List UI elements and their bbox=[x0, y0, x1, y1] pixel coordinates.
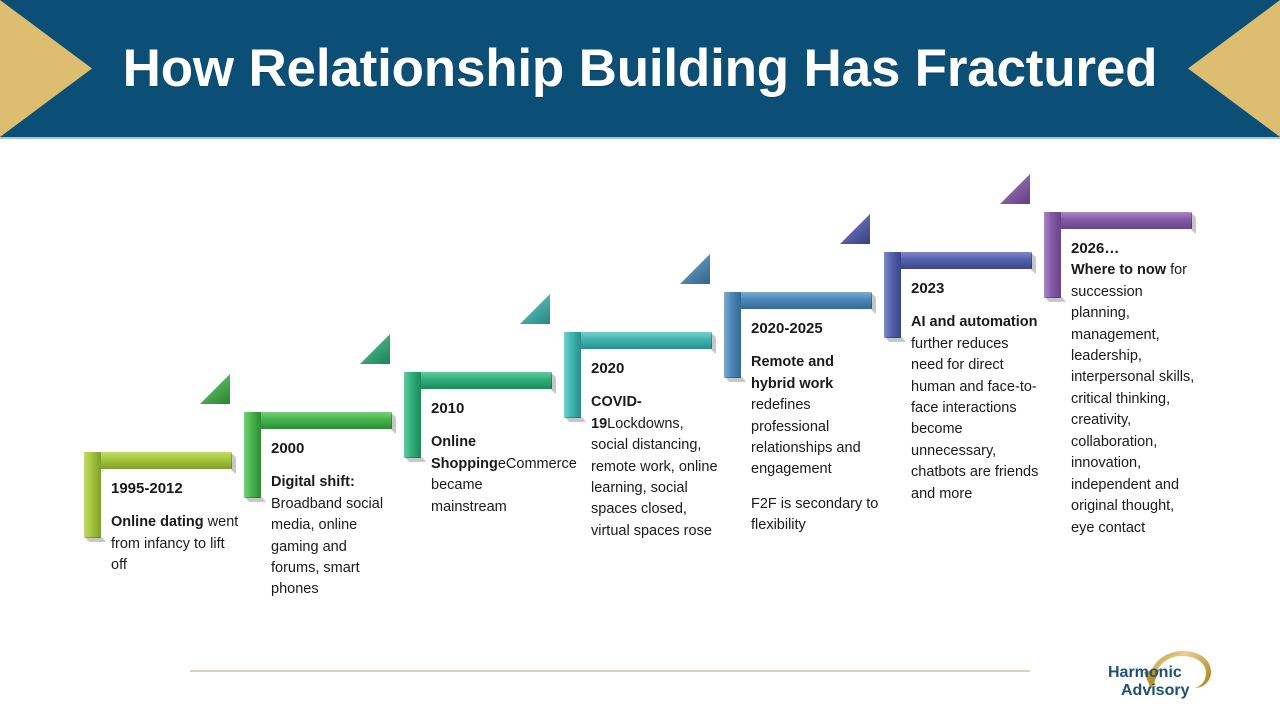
step-year-label: 2000 bbox=[271, 440, 305, 457]
step-bar-vertical bbox=[84, 452, 101, 538]
banner-underline bbox=[0, 137, 1280, 139]
step-year-label: 2023 bbox=[911, 280, 945, 297]
step-description: Online ShoppingeCommerce became mainstre… bbox=[431, 434, 577, 515]
step-description-secondary: F2F is secondary to flexibility bbox=[751, 495, 879, 534]
step-bar-vertical bbox=[404, 372, 421, 458]
step-heading: COVID-19 bbox=[591, 394, 642, 432]
step-connector-triangle-icon bbox=[840, 214, 870, 244]
step-bar-horizontal bbox=[84, 452, 232, 469]
left-chevron-icon bbox=[0, 0, 92, 137]
step-text-block: 2026… Where to now for succession plannin… bbox=[1071, 238, 1199, 539]
step-text-block: 2023 AI and automation further reduces ne… bbox=[911, 278, 1039, 505]
step-year-label: 1995-2012 bbox=[111, 480, 183, 497]
step-bar-vertical bbox=[1044, 212, 1061, 298]
step-bar-vertical bbox=[724, 292, 741, 378]
logo-text: Harmonic Advisory bbox=[1108, 664, 1228, 700]
step-bar-horizontal bbox=[884, 252, 1032, 269]
step-heading: Remote and hybrid work bbox=[751, 354, 834, 392]
step-connector-triangle-icon bbox=[200, 374, 230, 404]
swoosh-icon bbox=[1144, 651, 1211, 689]
right-chevron-icon bbox=[1188, 0, 1280, 137]
step-bar-vertical bbox=[244, 412, 261, 498]
logo-line-2: Advisory bbox=[1121, 681, 1190, 699]
step-description: Digital shift: Broadband social media, o… bbox=[271, 474, 384, 598]
step-description: Online dating went from infancy to lift … bbox=[111, 514, 239, 574]
step-description: Where to now for succession planning, ma… bbox=[1071, 262, 1195, 536]
step-heading: Online Shopping bbox=[431, 434, 498, 472]
step-heading: Where to now bbox=[1071, 262, 1167, 279]
step-year-label: 2010 bbox=[431, 400, 465, 417]
step-bar-horizontal bbox=[564, 332, 712, 349]
step-description: AI and automation further reduces need f… bbox=[911, 314, 1039, 502]
step-connector-triangle-icon bbox=[360, 334, 390, 364]
company-logo: Harmonic Advisory bbox=[1108, 650, 1228, 712]
step-description: Remote and hybrid work redefines profess… bbox=[751, 354, 861, 478]
logo-line-1: Harmonic bbox=[1108, 664, 1182, 681]
step-heading: Digital shift: bbox=[271, 474, 355, 491]
step-connector-triangle-icon bbox=[1000, 174, 1030, 204]
step-year-label: 2026… bbox=[1071, 240, 1120, 257]
step-year-label: 2020-2025 bbox=[751, 320, 823, 337]
step-bar-horizontal bbox=[404, 372, 552, 389]
step-description: COVID-19Lockdowns, social distancing, re… bbox=[591, 394, 718, 539]
step-heading: Online dating bbox=[111, 514, 204, 531]
step-heading: AI and automation bbox=[911, 314, 1038, 331]
step-connector-triangle-icon bbox=[680, 254, 710, 284]
page-title: How Relationship Building Has Fractured bbox=[122, 39, 1158, 98]
header-banner: How Relationship Building Has Fractured bbox=[0, 0, 1280, 137]
step-bar-vertical bbox=[564, 332, 581, 418]
step-year-label: 2020 bbox=[591, 360, 625, 377]
step-bar-vertical bbox=[884, 252, 901, 338]
step-bar-horizontal bbox=[244, 412, 392, 429]
footer-divider bbox=[190, 670, 1030, 672]
step-connector-triangle-icon bbox=[520, 294, 550, 324]
step-bar-horizontal bbox=[724, 292, 872, 309]
step-bar-horizontal bbox=[1044, 212, 1192, 229]
